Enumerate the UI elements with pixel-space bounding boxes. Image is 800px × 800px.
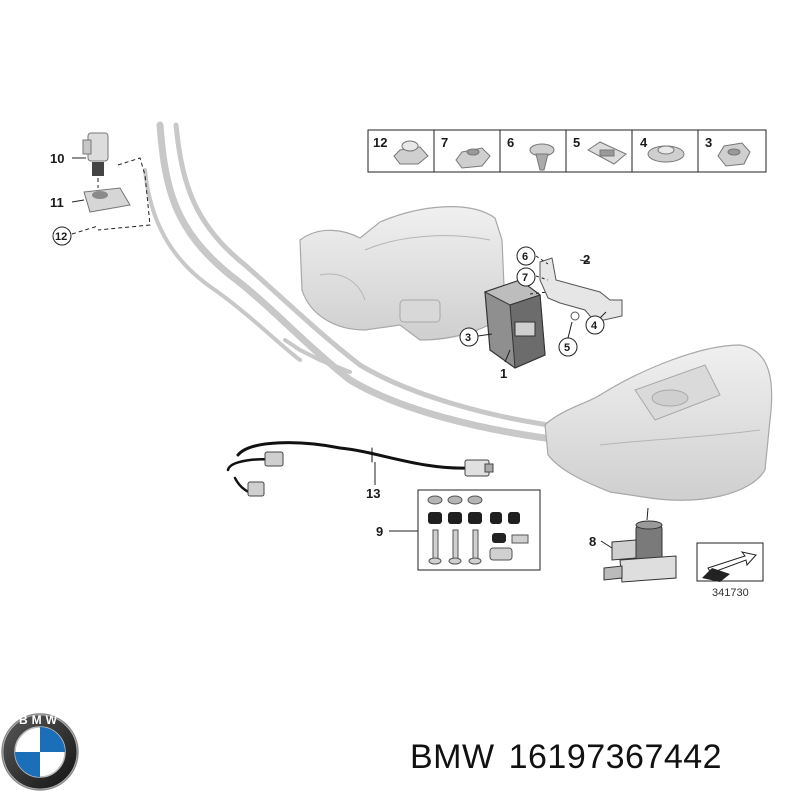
fastener-label-4: 4 [640, 135, 648, 150]
fuel-tank-right-half [544, 344, 773, 501]
part-caption: BMW 16197367442 [410, 738, 790, 788]
guide-lines-left [71, 157, 151, 235]
brand-name: BMW [410, 738, 495, 776]
fastener-label-5: 5 [573, 135, 580, 150]
diagram-reference-number: 341730 [712, 587, 749, 599]
callout-9: 9 [376, 524, 383, 539]
fuel-tank-left-half [299, 206, 506, 341]
callout-3-circled: 3 [465, 332, 471, 344]
fastener-strip [367, 129, 767, 173]
part-10-sensor [82, 132, 109, 176]
part-1-control-unit [483, 279, 546, 369]
fuel-lines [143, 121, 573, 444]
callout-labels: 10 11 12 6 7 2 3 4 5 1 13 9 8 341730 12 … [50, 135, 749, 599]
callout-10: 10 [50, 151, 64, 166]
callout-11: 11 [50, 195, 64, 210]
callout-7-circled: 7 [522, 272, 528, 284]
fastener-label-12: 12 [373, 135, 387, 150]
callout-12-circled: 12 [55, 231, 67, 243]
fastener-label-3: 3 [705, 135, 712, 150]
fastener-label-6: 6 [507, 135, 514, 150]
callout-13: 13 [366, 486, 380, 501]
callout-6-circled: 6 [522, 251, 528, 263]
callout-4-circled: 4 [591, 320, 598, 332]
callout-2: 2 [583, 252, 590, 267]
part-number: 16197367442 [508, 738, 723, 776]
part-11-holder [83, 187, 131, 213]
callout-8: 8 [589, 534, 596, 549]
callout-lines [71, 157, 613, 549]
harness-connectors [247, 451, 494, 497]
bmw-logo-letters: BMW [19, 713, 61, 727]
part-9-mounting-kit-box [417, 489, 541, 571]
orientation-arrow-box [696, 542, 764, 582]
callout-1: 1 [500, 366, 507, 381]
callout-5-circled: 5 [564, 342, 570, 354]
fastener-label-7: 7 [441, 135, 448, 150]
bmw-roundel-icon: BMW [1, 713, 79, 791]
part-2-bracket [539, 257, 623, 323]
guide-lines-bracket [477, 255, 607, 339]
part-8-pump [603, 507, 677, 583]
